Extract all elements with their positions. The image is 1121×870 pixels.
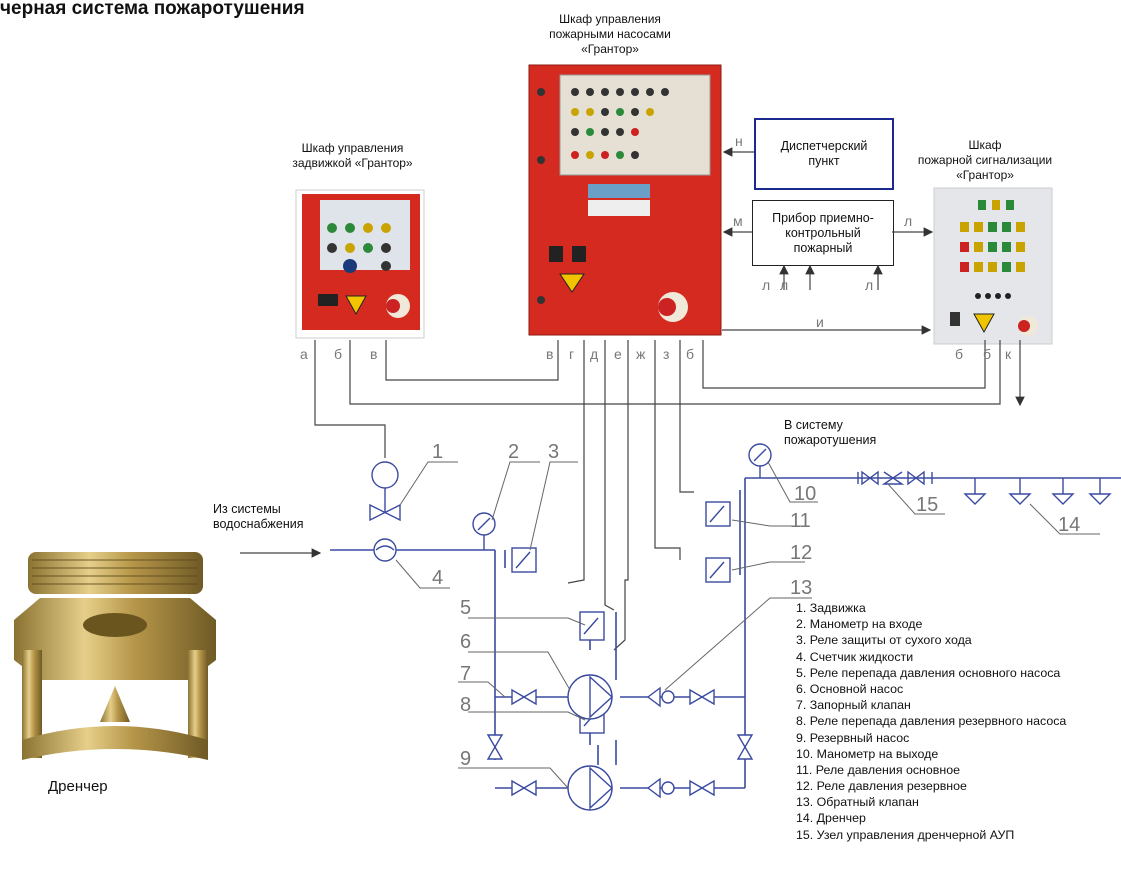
pump-cabinet-caption: Шкаф управления пожарными насосами «Гран… [549, 12, 671, 56]
legend-item: 1. Задвижка [796, 601, 866, 615]
legend-item: 9. Резервный насос [796, 730, 910, 745]
drencher-photo [14, 552, 216, 760]
legend-item: 7. Запорный клапан [796, 698, 911, 713]
outlet-label: В систему пожаротушения [784, 418, 877, 447]
callout-2: 2 [508, 441, 520, 463]
callout-11: 11 [790, 510, 811, 532]
valve-symbols [486, 686, 754, 799]
callout-15: 15 [916, 494, 939, 516]
callout-5: 5 [460, 597, 472, 619]
callout-3: 3 [548, 441, 560, 463]
wire-letter-a: а [300, 346, 308, 362]
inlet-gauge-symbol [472, 512, 496, 550]
alarm-cabinet [933, 187, 1053, 345]
callout-12: 12 [790, 542, 813, 564]
wire-letter-b: б [334, 346, 343, 362]
drencher-line [857, 470, 1112, 505]
valve-cabinet [295, 189, 425, 339]
callout-6: 6 [460, 631, 472, 653]
sprinkler-caption: Дренчер [48, 778, 108, 795]
wire-letter-l3: л [780, 277, 789, 293]
callout-8: 8 [460, 694, 472, 716]
wire-letter-v2: в [546, 346, 554, 362]
wire-letter-z: з [663, 346, 670, 362]
page-title: черная система пожаротушения [0, 0, 305, 19]
wire-letter-k: к [1005, 346, 1012, 362]
wire-letter-zh: ж [636, 346, 646, 362]
wire-letter-m: м [733, 213, 743, 229]
wire-letter-b2: б [686, 346, 695, 362]
valve-cabinet-caption: Шкаф управления задвижкой «Грантор» [292, 141, 413, 170]
wire-letter-v: в [370, 346, 378, 362]
callout-9: 9 [460, 748, 472, 770]
legend-item: 6. Основной насос [796, 681, 904, 696]
legend-item: 13. Обратный клапан [796, 795, 919, 810]
legend-item: 11. Реле давления основное [796, 762, 960, 777]
signal-wires [314, 147, 1025, 651]
wire-letter-b3: б [955, 346, 964, 362]
legend-item: 12. Реле давления резервное [796, 779, 967, 794]
callout-10: 10 [794, 483, 817, 505]
callout-1: 1 [432, 441, 444, 463]
pump-cabinet [528, 64, 722, 336]
wire-letter-l1: л [904, 213, 913, 229]
dispatch-box: Диспетчерский пункт [754, 118, 894, 190]
legend-item: 2. Манометр на входе [796, 617, 923, 632]
alarm-cabinet-caption: Шкаф пожарной сигнализации «Грантор» [917, 138, 1053, 182]
wire-letter-n: н [735, 133, 743, 149]
wire-letter-i: и [816, 314, 824, 330]
wire-letter-d: д [590, 346, 599, 362]
inlet-label: Из системы водоснабжения [213, 502, 304, 531]
callout-7: 7 [460, 663, 472, 685]
legend-item: 10. Манометр на выходе [796, 746, 939, 761]
relay-symbols [511, 501, 731, 734]
legend-item: 15. Узел управления дренчерной АУП [796, 827, 1015, 842]
wire-letter-e: е [614, 346, 622, 362]
legend-item: 8. Реле перепада давления резервного нас… [796, 714, 1067, 729]
legend: 1. Задвижка 2. Манометр на входе 3. Реле… [796, 600, 1066, 843]
callout-14: 14 [1058, 514, 1081, 536]
outlet-gauge-symbol [748, 443, 772, 478]
legend-item: 3. Реле защиты от сухого хода [796, 633, 972, 648]
wire-letter-g: г [569, 346, 575, 362]
gate-valve-symbol [369, 461, 401, 562]
legend-item: 14. Дренчер [796, 811, 866, 826]
control-device-box: Прибор приемно- контрольный пожарный [752, 200, 894, 266]
wire-letter-l4: л [865, 277, 874, 293]
wire-letter-b4: б [983, 346, 992, 362]
callout-leaders [395, 461, 1100, 789]
callout-13: 13 [790, 577, 813, 599]
callout-4: 4 [432, 567, 444, 589]
legend-item: 4. Счетчик жидкости [796, 649, 914, 664]
wire-letter-l2: л [762, 277, 771, 293]
pump-symbols [567, 674, 614, 811]
legend-item: 5. Реле перепада давления основного насо… [796, 665, 1061, 680]
